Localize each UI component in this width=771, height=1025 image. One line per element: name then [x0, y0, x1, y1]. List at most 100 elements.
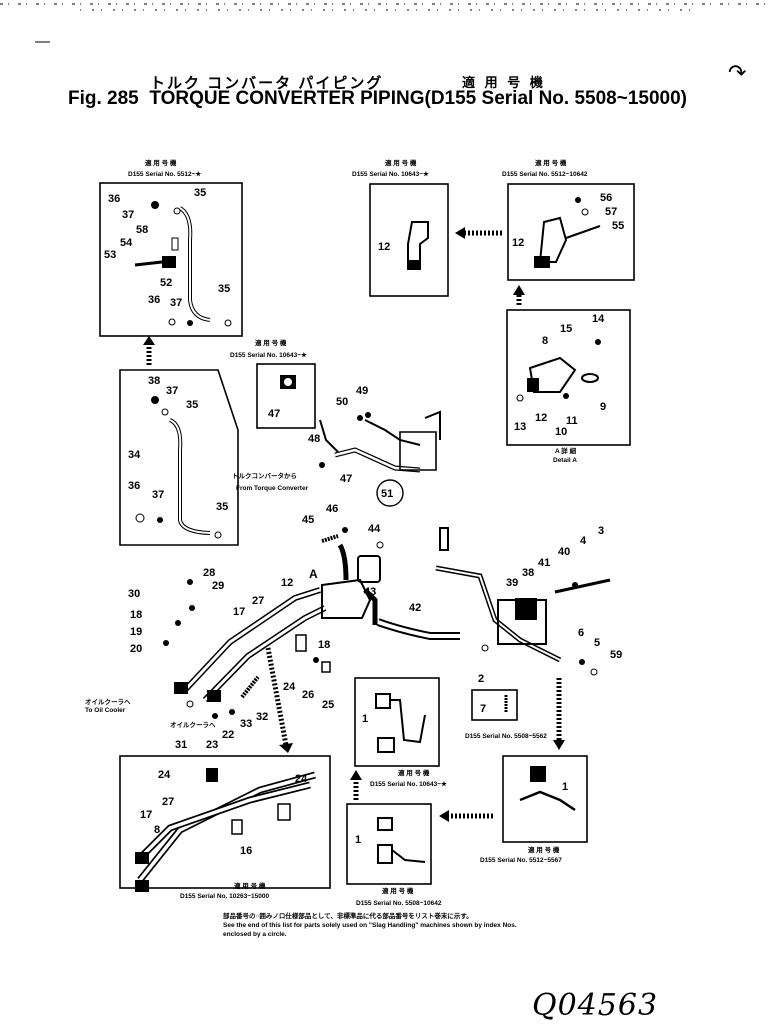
part-1c: 1 — [562, 781, 568, 793]
inset-caption: D155 Serial No. 10643~★ — [352, 170, 430, 178]
inset-caption: D155 Serial No. 5512~5567 — [480, 857, 562, 864]
part-29: 29 — [212, 580, 224, 592]
arrow-left-bottom — [439, 810, 493, 822]
inset-caption-jp: 適 用 号 機 — [255, 338, 287, 347]
part-44: 44 — [368, 523, 381, 535]
part-26: 26 — [302, 689, 314, 701]
part-31: 31 — [175, 739, 187, 751]
inset-caption: D155 Serial No. 10263~15000 — [180, 893, 269, 900]
part-50: 50 — [336, 396, 348, 408]
inset-caption-jp: 適 用 号 機 — [398, 768, 430, 777]
part-46: 46 — [326, 503, 338, 515]
arrow-left-top — [455, 227, 502, 239]
part-23: 23 — [206, 739, 218, 751]
footnote-en: See the end of this list for parts solel… — [223, 922, 517, 938]
inset-middle-left: 38 37 35 34 36 37 35 — [119, 369, 239, 546]
part-47: 47 — [268, 408, 280, 420]
part-55: 55 — [612, 220, 624, 232]
part-54: 54 — [120, 237, 133, 249]
part-5: 5 — [594, 637, 600, 649]
part-17: 17 — [233, 606, 245, 618]
part-37b: 37 — [170, 297, 182, 309]
figure-name: TORQUE CONVERTER PIPING — [149, 88, 425, 109]
corner-mark: ↷ — [728, 60, 747, 85]
part-28: 28 — [203, 567, 215, 579]
inset-caption-jp: 適 用 号 機 — [145, 158, 177, 167]
part-18: 18 — [318, 639, 330, 651]
part-7: 7 — [480, 703, 486, 715]
part-33: 33 — [240, 718, 252, 730]
page-header: ↷ トルク コンバータ パイピング 適 用 号 機 Fig. 285 TORQU… — [0, 0, 771, 150]
inset-part-7: 7 D155 Serial No. 5508~5562 — [465, 689, 547, 740]
part-37c: 37 — [166, 385, 178, 397]
part-45: 45 — [302, 514, 314, 526]
part-24b: 24 — [158, 769, 171, 781]
detail-a-caption: Detail A — [553, 457, 577, 464]
part-38: 38 — [148, 375, 160, 387]
inset-caption: D155 Serial No. 5512~★ — [128, 170, 202, 178]
inset-caption-jp: 適 用 号 機 — [234, 881, 266, 890]
figure-label: Fig. 285 — [68, 88, 139, 109]
part-14: 14 — [592, 313, 605, 325]
to-oil-cooler-jp: オイルクーラヘ — [170, 720, 216, 729]
part-24: 24 — [283, 681, 296, 693]
part-41: 41 — [538, 557, 550, 569]
inset-caption: D155 Serial No. 5508~5562 — [465, 733, 547, 740]
title-japanese: トルク コンバータ パイピング — [150, 75, 384, 92]
part-12c: 12 — [535, 412, 547, 424]
part-16: 16 — [240, 845, 252, 857]
part-37: 37 — [122, 209, 134, 221]
part-11: 11 — [566, 415, 578, 427]
inset-caption-jp: 適 用 号 機 — [385, 158, 417, 167]
applicable-japanese: 適 用 号 機 — [462, 75, 546, 90]
part-12: 12 — [378, 241, 390, 253]
part-39: 39 — [506, 577, 518, 589]
from-tc: From Torque Converter — [236, 485, 309, 492]
part-10: 10 — [555, 426, 567, 438]
from-tc-jp: トルクコンバータから — [232, 471, 297, 480]
inset-top-left: 適 用 号 機 D155 Serial No. 5512~★ 36 35 37 … — [99, 158, 243, 337]
part-42: 42 — [409, 602, 421, 614]
part-38b: 38 — [522, 567, 534, 579]
handwritten-code: Q04563 — [532, 988, 659, 1023]
part-1: 1 — [362, 713, 368, 725]
scan-noise — [0, 3, 771, 43]
part-56: 56 — [600, 192, 612, 204]
to-oil-cooler-jp-2: オイルクーラヘ — [85, 697, 131, 706]
model-range: D155 Serial No. 5508~15000 — [430, 88, 681, 109]
part-37d: 37 — [152, 489, 164, 501]
part-20: 20 — [130, 643, 142, 655]
part-12b: 12 — [512, 237, 524, 249]
arrow-up-right — [513, 285, 525, 305]
part-27b: 27 — [162, 796, 174, 808]
part-12d: 12 — [281, 577, 293, 589]
inset-center-bottom-lower: 1 適 用 号 機 D155 Serial No. 5508~10642 — [346, 803, 442, 907]
part-2: 2 — [478, 673, 484, 685]
inset-caption-jp: 適 用 号 機 — [382, 886, 414, 895]
arrow-up-center — [350, 770, 362, 800]
part-22: 22 — [222, 729, 234, 741]
to-oil-cooler: To Oil Cooler — [85, 707, 126, 714]
inset-caption-jp: 適 用 号 機 — [528, 845, 560, 854]
part-18b: 18 — [130, 609, 142, 621]
part-35d: 35 — [216, 501, 228, 513]
part-36c: 36 — [128, 480, 140, 492]
part-35c: 35 — [186, 399, 198, 411]
inset-detail-a: 14 15 8 9 12 11 13 10 A 詳 細 Detail A — [506, 309, 631, 464]
footnote: 部品番号の○囲みノロ仕様部品として、非標準品に代る部品番号をリスト巻末に示す。 … — [223, 912, 543, 939]
part-51-circled: 51 — [381, 488, 393, 500]
part-3: 3 — [598, 525, 604, 537]
part-13: 13 — [514, 421, 526, 433]
part-4: 4 — [580, 535, 587, 547]
part-35b: 35 — [218, 283, 230, 295]
part-19: 19 — [130, 626, 142, 638]
part-30: 30 — [128, 588, 140, 600]
part-25: 25 — [322, 699, 334, 711]
inset-caption: D155 Serial No. 5508~10642 — [356, 900, 442, 907]
part-8b: 8 — [154, 824, 160, 836]
part-48: 48 — [308, 433, 320, 445]
part-47b: 47 — [340, 473, 352, 485]
inset-caption: D155 Serial No. 10643~★ — [370, 780, 448, 788]
footnote-jp: 部品番号の○囲みノロ仕様部品として、非標準品に代る部品番号をリスト巻末に示す。 — [223, 913, 473, 920]
